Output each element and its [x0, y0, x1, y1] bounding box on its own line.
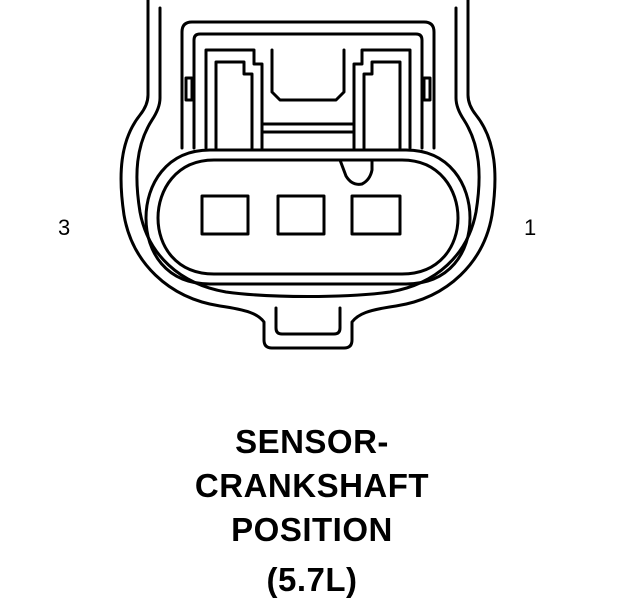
connector-housing-outer: [119, 0, 497, 350]
release-channel-inner: [270, 48, 346, 102]
pin-number-label-3: 3: [58, 215, 71, 240]
engine-variant-label: (5.7L): [266, 561, 358, 598]
caption-line-3: POSITION: [231, 511, 393, 548]
side-clip-right: [422, 76, 432, 102]
latch-block-left-inner: [214, 60, 254, 150]
pin-number-label-1: 1: [524, 215, 537, 240]
latch-block-left: [204, 48, 264, 150]
latch-block-right: [352, 48, 412, 150]
pin-terminal-2: [276, 194, 326, 236]
connector-housing-inner: [135, 6, 481, 298]
pin-cavity-outer: [144, 148, 472, 286]
caption-line-1: SENSOR-: [235, 423, 389, 460]
connector-tab-inner: [274, 306, 342, 336]
latch-frame-inner: [192, 32, 424, 150]
latch-frame-outer: [180, 20, 436, 150]
release-channel: [260, 94, 356, 126]
side-clip-left: [184, 76, 194, 102]
diagram-caption: SENSOR- CRANKSHAFT POSITION (5.7L): [0, 420, 624, 602]
latch-block-right-inner: [362, 60, 402, 150]
pin-cavity-inner: [156, 158, 460, 276]
pin-terminal-1: [350, 194, 402, 236]
polarizing-key: [338, 158, 374, 186]
caption-line-2: CRANKSHAFT: [194, 467, 430, 504]
pin-terminal-3: [200, 194, 250, 236]
